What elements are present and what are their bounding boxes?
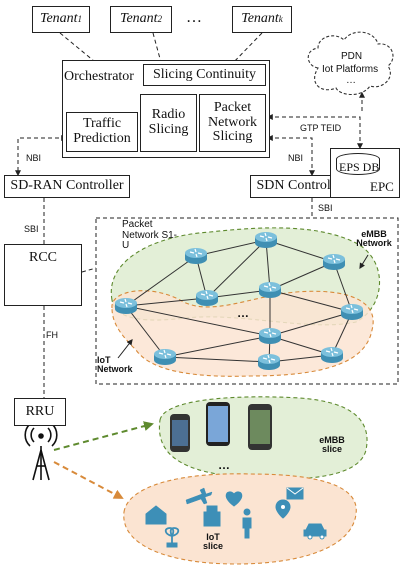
tenant-k-subscript: k [278, 13, 283, 24]
iot-slice-text: IoT slice [202, 532, 224, 552]
nbi-left-label: NBI [26, 153, 42, 163]
router [258, 327, 282, 345]
embb-network-text: eMBB Network [356, 229, 392, 249]
packet-network-label: Packet Network S1-U [122, 219, 178, 252]
router [195, 289, 219, 307]
epc-label: EPC [370, 179, 394, 194]
router [184, 247, 208, 265]
radio-slicing-label: Radio Slicing [148, 107, 189, 137]
tenant-k-label: Tenant [241, 11, 279, 27]
smartphone-icon [206, 402, 230, 446]
pdn-cloud [307, 31, 394, 96]
packet-network-frame [95, 217, 399, 385]
rru-label: RRU [25, 403, 55, 419]
sbi-left-label: SBI [24, 224, 39, 234]
house-icon [145, 505, 167, 525]
fh-label: FH [46, 330, 58, 340]
embb-label-arrow [359, 254, 369, 270]
embb-network-label: eMBB Network [350, 229, 398, 249]
rcc-label: RCC [28, 250, 57, 265]
sbi-right-label: SBI [318, 203, 333, 213]
network-ellipsis: … [237, 306, 249, 320]
sdn-controller-label: SDN Controller [256, 178, 346, 194]
smartphone-icon [248, 404, 272, 450]
traffic-prediction-label: Traffic Prediction [73, 116, 131, 146]
tenant-1-label: Tenant [39, 11, 78, 27]
tenant-2-label: Tenant [119, 11, 158, 27]
packet-network-slicing-box: Packet Network Slicing [199, 94, 266, 152]
router [340, 303, 364, 321]
airplane-icon [185, 487, 213, 505]
iot-label-arrow [117, 339, 133, 359]
iot-network-label: IoT Network [97, 355, 141, 375]
gtp-teid-label: GTP TEID [300, 123, 342, 133]
sd-ran-controller-label: SD-RAN Controller [10, 178, 124, 194]
heartbeat-icon [225, 491, 243, 507]
packet-network-text: Packet Network S1-U [122, 219, 178, 251]
location-pin-icon [275, 499, 291, 519]
iot-platforms-label: Iot Platforms [322, 64, 379, 75]
packet-network-slicing-label: Packet Network Slicing [208, 99, 257, 145]
sd-ran-controller-box: SD-RAN Controller [4, 175, 130, 198]
person-icon [242, 508, 252, 539]
iot-network-text: IoT Network [97, 355, 133, 375]
rcc-box: RCC [4, 244, 82, 306]
eps-db-label: EPS DB [339, 160, 380, 174]
nbi-right-label: NBI [288, 153, 304, 163]
slicing-continuity-label: Slicing Continuity [152, 66, 257, 82]
rcc-network-link [81, 267, 97, 273]
router [153, 348, 177, 366]
pdn-ellipsis: … [346, 75, 356, 86]
embb-slice-arrow [53, 421, 154, 451]
embb-slice-text: eMBB slice [319, 435, 345, 455]
car-icon [303, 523, 327, 540]
pdn-label: PDN [341, 51, 363, 62]
iot-slice-label: IoT slice [200, 532, 226, 552]
iot-icons [145, 487, 327, 548]
router [254, 231, 278, 249]
plant-icon [164, 527, 180, 548]
tenants-ellipsis: … [186, 9, 202, 26]
router [322, 253, 346, 271]
radio-slicing-box: Radio Slicing [140, 94, 197, 152]
rru-box: RRU [14, 398, 66, 426]
nbi-left-link [15, 135, 68, 177]
router [258, 281, 282, 299]
iot-slice-arrow [53, 461, 124, 499]
router [114, 297, 138, 315]
tenant-1-subscript: 1 [77, 13, 83, 24]
orchestrator-title: Orchestrator [64, 69, 134, 84]
tenant-2-subscript: 2 [157, 13, 163, 24]
traffic-prediction-box: Traffic Prediction [66, 112, 138, 152]
eps-db-cylinder [336, 153, 380, 175]
smartphone-icon [170, 414, 190, 452]
mail-icon [286, 487, 304, 500]
building-icon [203, 505, 221, 527]
router [257, 353, 281, 371]
router [320, 346, 344, 364]
embb-slice-label: eMBB slice [312, 435, 352, 455]
antenna-tower-icon [24, 423, 58, 481]
slicing-continuity-box: Slicing Continuity [143, 64, 266, 86]
gtp-teid-link [266, 114, 363, 150]
slice-ellipsis: … [218, 458, 230, 472]
